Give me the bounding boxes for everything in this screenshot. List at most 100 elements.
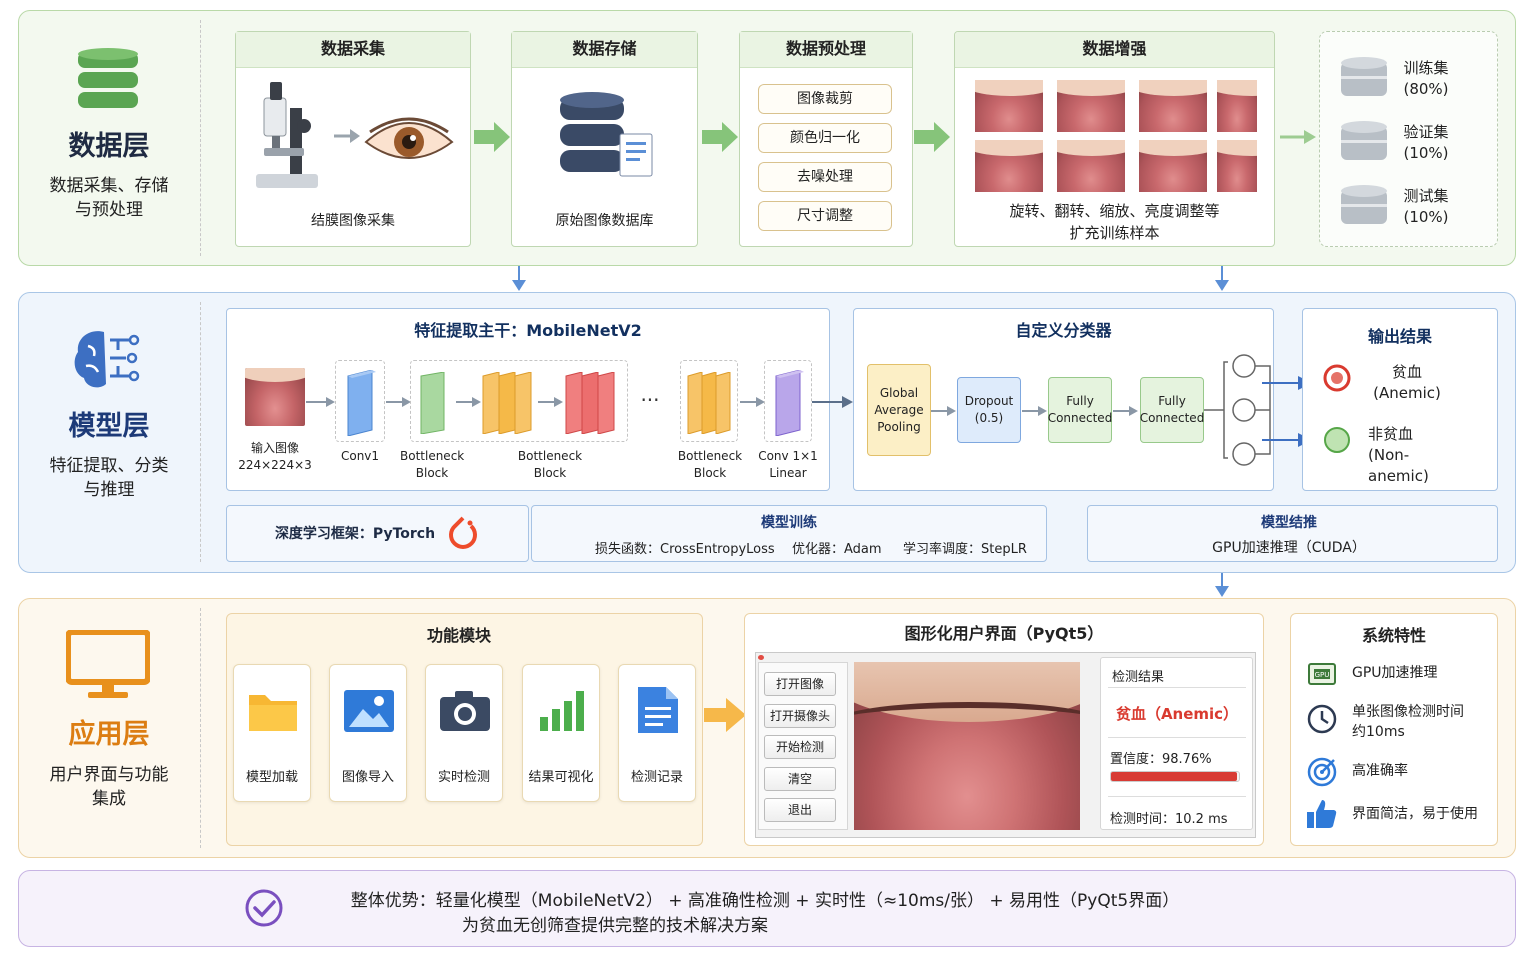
start-detect-button[interactable]: 开始检测 (764, 735, 836, 759)
summary-line-2: 为贫血无创筛查提供完整的技术解决方案 (462, 916, 768, 936)
brain-icon (74, 331, 140, 388)
arrow-icon (456, 397, 481, 407)
feature-accuracy: 高准确率 (1352, 763, 1408, 779)
module-label: 图像导入 (341, 770, 394, 785)
module-visualization[interactable]: 结果可视化 (522, 664, 600, 802)
split-val: 验证集(10%) (1403, 123, 1449, 162)
check-circle-icon (245, 889, 283, 927)
feature-usability: 界面简洁，易于使用 (1352, 806, 1478, 822)
panel-header: 输出结果 (1367, 327, 1432, 346)
bottleneck-block (420, 372, 445, 434)
ellipsis: ··· (640, 388, 660, 412)
down-arrow (1215, 266, 1229, 291)
database-icon (560, 92, 653, 177)
clear-button[interactable]: 清空 (764, 767, 836, 791)
arrow-icon (1022, 406, 1047, 416)
augment-panel: 数据增强 (954, 31, 1275, 247)
inference-header: 模型结推 (1261, 515, 1317, 531)
augmented-sample (1217, 140, 1257, 192)
preprocess-panel: 数据预处理 图像裁剪 颜色归一化 去噪处理 尺寸调整 (739, 31, 913, 247)
training-optimizer: 优化器：Adam (792, 542, 882, 557)
training-loss: 损失函数：CrossEntropyLoss (595, 542, 775, 557)
augmented-sample (1139, 140, 1207, 192)
bottleneck-block (482, 372, 532, 434)
storage-caption: 原始图像数据库 (555, 213, 654, 229)
module-model-load[interactable]: 模型加载 (233, 664, 311, 802)
result-panel (1100, 657, 1253, 830)
confidence-bar-fill (1111, 772, 1238, 781)
step-denoise: 去噪处理 (758, 162, 892, 192)
open-camera-button[interactable]: 打开摄像头 (764, 704, 836, 728)
dataset-icon (1341, 121, 1387, 160)
augmented-sample (975, 140, 1043, 192)
dataset-icon (1341, 185, 1387, 224)
split-train: 训练集(80%) (1403, 59, 1449, 98)
panel-header: 特征提取主干：MobileNetV2 (414, 321, 642, 340)
panel-header: 数据存储 (512, 32, 697, 68)
bottleneck-frame (410, 360, 628, 442)
result-value: 贫血（Anemic） (1115, 705, 1239, 723)
divider (1108, 737, 1246, 738)
gpu-chip-icon: GPU (1308, 663, 1336, 685)
step-resize: 尺寸调整 (758, 201, 892, 231)
training-panel (531, 505, 1047, 562)
module-realtime-detect[interactable]: 实时检测 (425, 664, 503, 802)
feature-speed-value: 约10ms (1352, 724, 1405, 740)
layer-subtitle: 特征提取、分类 (49, 456, 169, 476)
layer-title: 模型层 (68, 411, 150, 442)
layer-subtitle: 用户界面与功能 (49, 765, 169, 785)
output-panel: 输出结果 (1302, 308, 1498, 491)
augmented-sample (1217, 80, 1257, 132)
window-close-icon[interactable] (758, 655, 764, 660)
database-icon (78, 48, 138, 108)
panel-header: 数据增强 (955, 32, 1274, 68)
panel-header: 数据采集 (236, 32, 470, 68)
exit-button[interactable]: 退出 (764, 798, 836, 822)
detect-time: 检测时间：10.2 ms (1110, 812, 1228, 827)
output-neurons (1204, 354, 1271, 466)
dropout-block: Dropout(0.5) (957, 377, 1021, 443)
target-icon (1307, 757, 1337, 787)
open-image-button[interactable]: 打开图像 (764, 672, 836, 696)
module-image-import[interactable]: 图像导入 (329, 664, 407, 802)
flow-arrow (702, 122, 738, 152)
divider (200, 302, 201, 562)
divider (200, 608, 201, 848)
document-icon (638, 687, 678, 733)
divider (1108, 796, 1246, 797)
split-test: 测试集(10%) (1403, 187, 1449, 226)
confidence-bar (1110, 771, 1240, 782)
microscope-icon (256, 82, 318, 188)
bottleneck-block (565, 372, 615, 434)
layer-subtitle: 与预处理 (75, 200, 143, 220)
pytorch-icon (449, 516, 477, 549)
augment-caption: 扩充训练样本 (1069, 224, 1160, 242)
augmented-sample (975, 80, 1043, 132)
image-icon (344, 690, 394, 732)
layer-subtitle: 集成 (92, 789, 126, 809)
step-normalize: 颜色归一化 (758, 123, 892, 153)
non-anemic-indicator-icon (1324, 427, 1350, 453)
dataset-icon (1341, 57, 1387, 96)
layer-subtitle: 数据采集、存储 (49, 176, 169, 196)
framework-panel (226, 505, 529, 562)
non-anemic-label: 非贫血(Non-anemic) (1368, 425, 1429, 485)
svg-text:GPU: GPU (1315, 671, 1330, 679)
conv1-label: Conv1 (340, 449, 380, 463)
module-records[interactable]: 检测记录 (618, 664, 696, 802)
anemic-indicator-icon (1323, 364, 1351, 392)
feature-gpu: GPU加速推理 (1352, 665, 1438, 681)
camera-icon (440, 691, 490, 731)
thumbs-up-icon (1307, 800, 1337, 828)
panel-header: 自定义分类器 (1015, 321, 1112, 340)
inference-detail: GPU加速推理（CUDA） (1212, 540, 1366, 556)
arrow-icon (931, 406, 956, 416)
step-crop: 图像裁剪 (758, 84, 892, 114)
